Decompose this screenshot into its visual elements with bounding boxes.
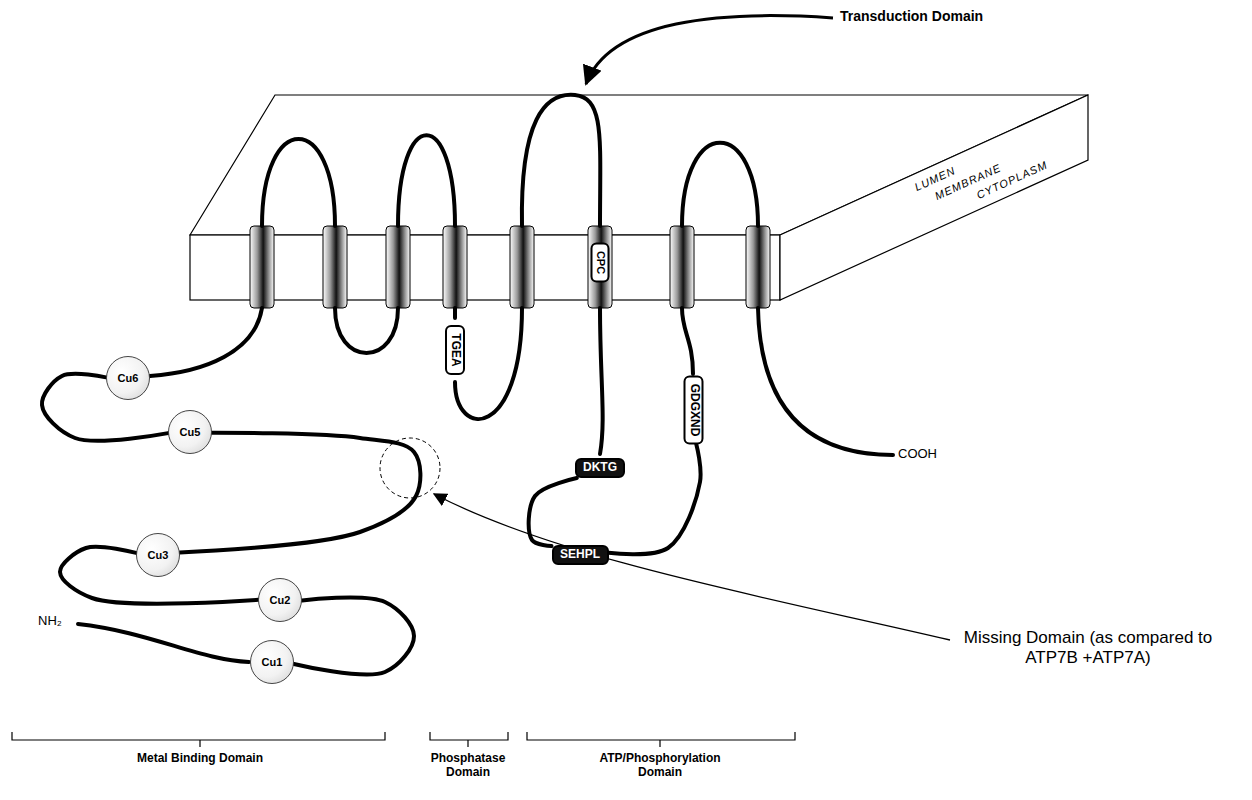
bracket xyxy=(12,732,385,747)
chain xyxy=(398,135,455,226)
motif-label: SEHPL xyxy=(560,548,600,561)
chain xyxy=(150,308,262,376)
terminus-label: NH₂ xyxy=(38,614,62,629)
domain-brackets xyxy=(12,732,795,747)
chain-segment xyxy=(180,433,421,553)
helix xyxy=(588,226,612,308)
terminus-label: COOH xyxy=(898,447,937,462)
helix xyxy=(323,226,347,308)
site-label: Cu2 xyxy=(270,594,291,606)
chain xyxy=(262,139,335,226)
slab-side-face xyxy=(780,95,1088,300)
metal-binding-site: Cu5 xyxy=(168,410,212,454)
transduction-pointer xyxy=(586,16,833,84)
chain xyxy=(600,308,603,454)
domain-label: Metal Binding Domain xyxy=(90,752,310,766)
chain xyxy=(78,624,249,662)
bracket xyxy=(527,732,795,747)
bracket xyxy=(430,732,508,747)
motif-box: DKTG xyxy=(575,458,625,478)
chain xyxy=(682,143,758,226)
motif-box: SEHPL xyxy=(552,545,609,565)
domain-label: ATP/Phosphorylation Domain xyxy=(580,752,740,780)
motif-label: GDGXND xyxy=(686,384,699,437)
helix xyxy=(746,226,770,308)
metal-binding-site: Cu1 xyxy=(250,640,294,684)
callout-note: Missing Domain (as compared to ATP7B +AT… xyxy=(953,628,1223,667)
motif-box: GDGXND xyxy=(683,376,703,445)
chain xyxy=(682,308,693,374)
helix xyxy=(443,226,467,308)
site-label: Cu1 xyxy=(262,656,283,668)
transmembrane-helices xyxy=(250,226,770,308)
site-label: Cu3 xyxy=(148,549,169,561)
helix xyxy=(670,226,694,308)
metal-binding-site: Cu3 xyxy=(136,533,180,577)
pointer-label: Transduction Domain xyxy=(840,8,983,24)
metal-binding-site: Cu2 xyxy=(258,578,302,622)
chain xyxy=(453,308,457,318)
helix xyxy=(386,226,410,308)
motif-label: DKTG xyxy=(583,461,617,474)
chain-segment xyxy=(529,478,577,546)
motif-box: TGEA xyxy=(445,325,465,375)
site-label: Cu6 xyxy=(118,372,139,384)
missing-domain-pointer xyxy=(434,494,950,640)
domain-label: Phosphatase Domain xyxy=(422,752,514,780)
polypeptide-chain xyxy=(78,95,893,662)
chain xyxy=(335,308,398,353)
helix xyxy=(250,226,274,308)
metal-binding-site: Cu6 xyxy=(106,356,150,400)
motif-box: CPC xyxy=(591,242,610,282)
helix xyxy=(510,226,534,308)
motif-label: CPC xyxy=(594,250,606,273)
motif-label: TGEA xyxy=(448,333,461,366)
chain xyxy=(522,95,600,226)
chain xyxy=(455,308,522,419)
chain-segment xyxy=(294,597,414,674)
site-label: Cu5 xyxy=(180,426,201,438)
chain xyxy=(758,308,893,455)
